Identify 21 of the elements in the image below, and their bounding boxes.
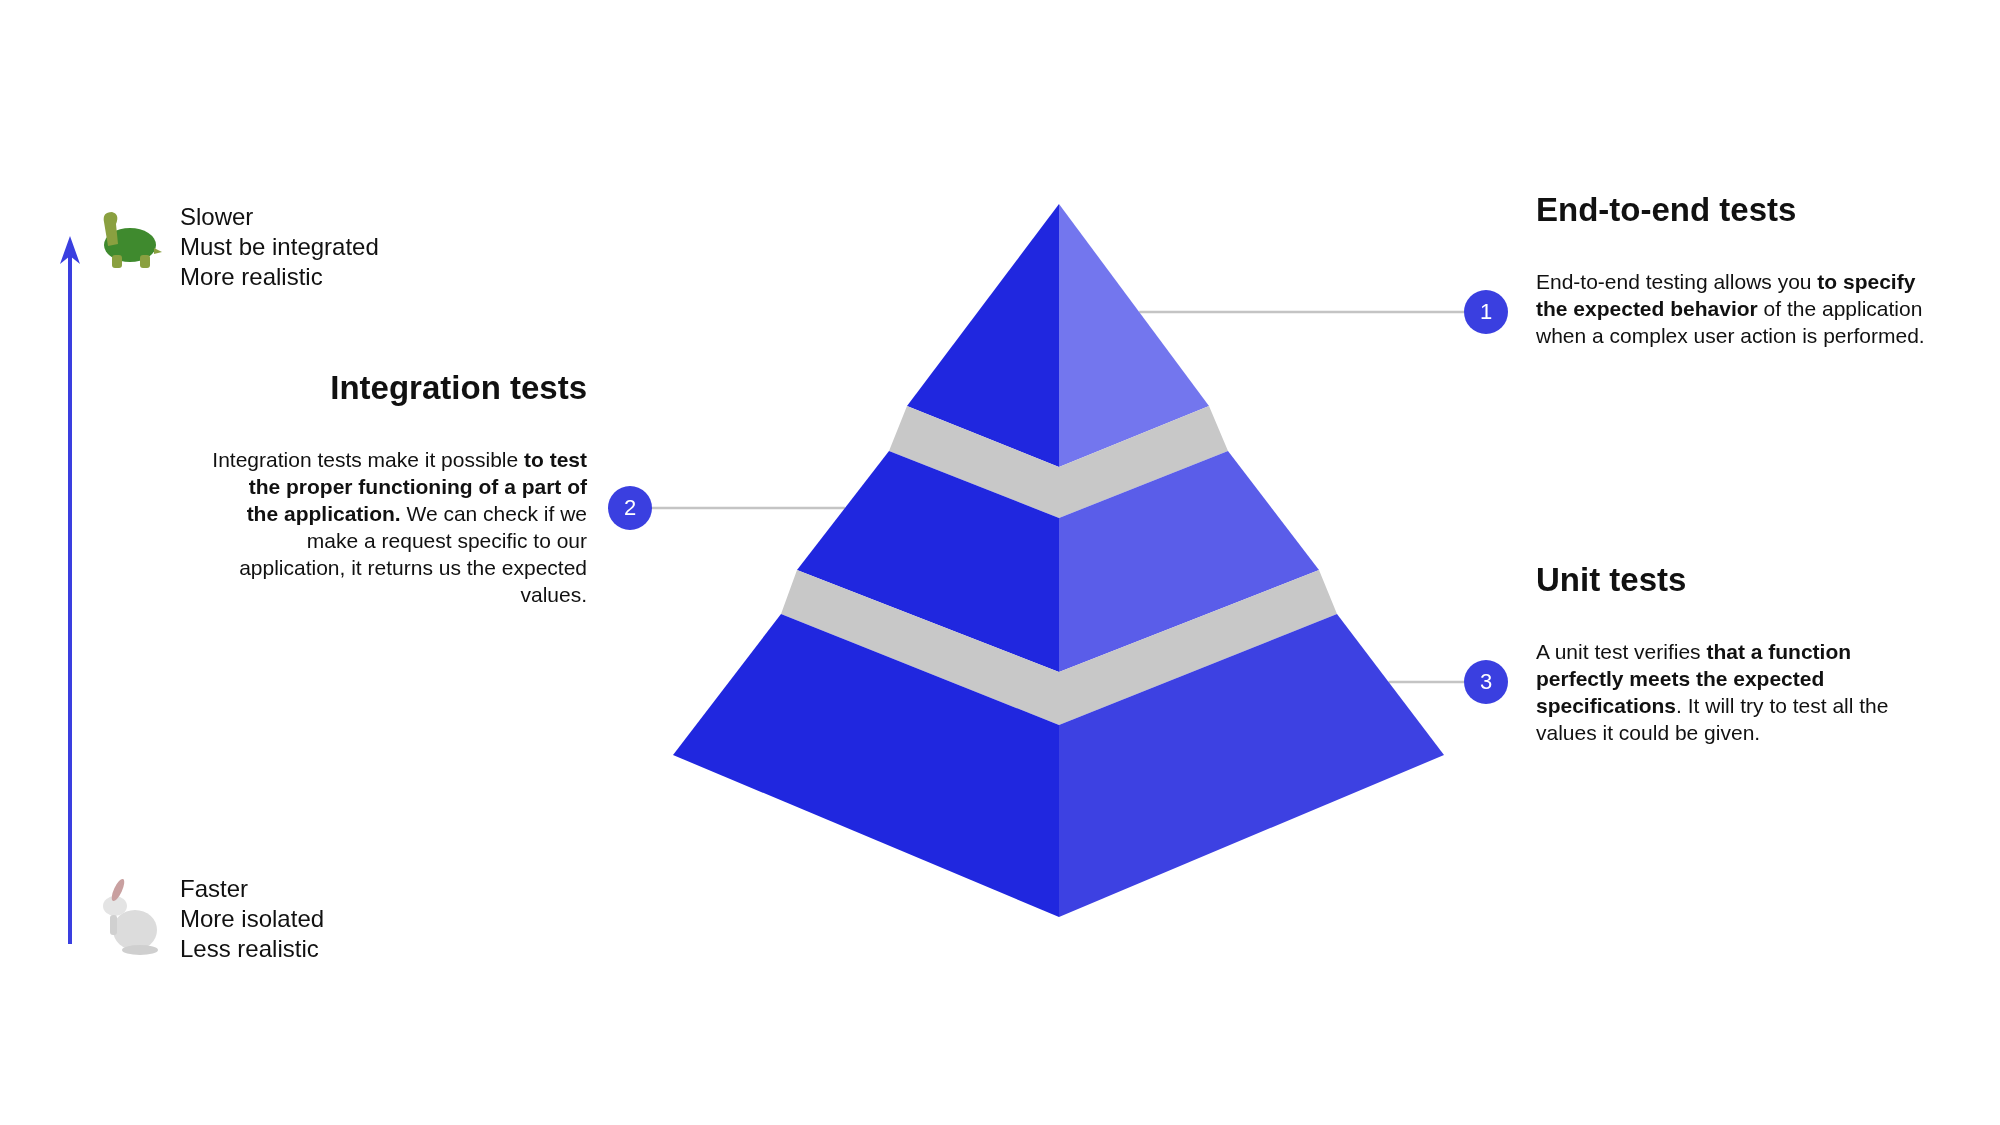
leader-line [1139, 310, 1464, 314]
leader-line [1388, 680, 1464, 684]
pyramid-tier [673, 570, 1444, 917]
section-heading: Integration tests [329, 368, 587, 408]
callout-number: 2 [608, 486, 652, 530]
speed-note: More realistic [180, 262, 324, 292]
pyramid-top-tier [907, 204, 1209, 467]
description-text: Integration tests make it possible to test the proper functioning of a part of the application. We can check if we make a request specific to our application, it returns us the expected values. [212, 447, 587, 608]
speed-note: Must be integrated [180, 232, 380, 262]
section-heading: End-to-end tests [1536, 190, 1798, 230]
speed-note: Slower [180, 202, 255, 232]
pyramid-tier [797, 406, 1319, 672]
callout-number: 3 [1464, 660, 1508, 704]
speed-note: Faster [180, 874, 249, 904]
callout-number: 1 [1464, 290, 1508, 334]
description-text: A unit test verifies that a function perfectly meets the expected specifications. It will try to test all the values it could be given. [1536, 639, 1890, 746]
description-text: End-to-end testing allows you to specify the expected behavior of the application when a complex user action is performed. [1536, 269, 1926, 349]
leader-line [652, 506, 845, 510]
speed-note: More isolated [180, 904, 326, 934]
section-heading: Unit tests [1536, 560, 1688, 600]
speed-note: Less realistic [180, 934, 320, 964]
